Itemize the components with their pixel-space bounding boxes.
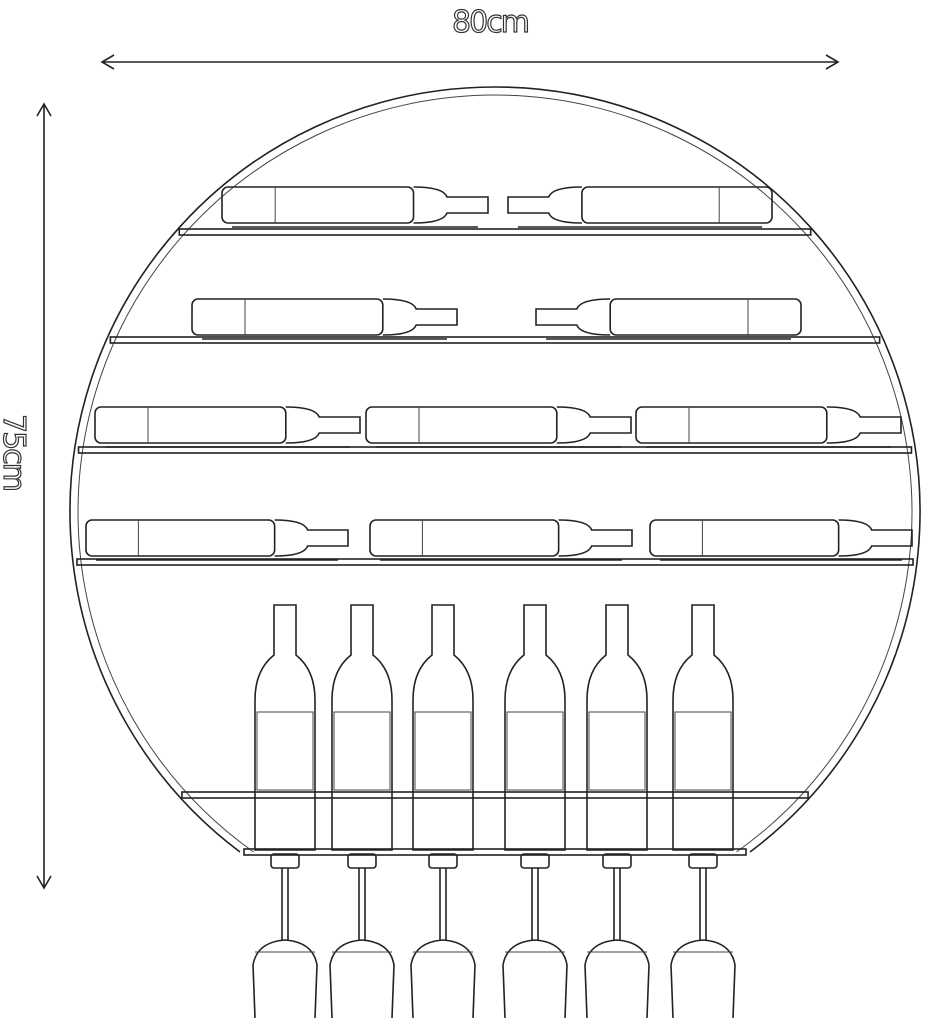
glass-holder [520, 853, 550, 869]
glass-holder [602, 853, 632, 869]
wine-glass-bowl [584, 939, 650, 1019]
height-arrowheads [36, 102, 52, 890]
wine-glass-bowl [410, 939, 476, 1019]
shelf-rail [178, 228, 812, 236]
shelf-rail [76, 558, 914, 566]
rack [69, 86, 921, 1019]
shelf-rail [243, 848, 747, 856]
horizontal-bottle-neck [535, 298, 611, 336]
horizontal-bottle-body [369, 519, 560, 557]
glass-stem [439, 868, 447, 940]
horizontal-bottle-body [635, 406, 828, 444]
horizontal-bottle-neck [558, 519, 633, 557]
glass-holder [688, 853, 718, 869]
upright-bottle [586, 604, 648, 851]
horizontal-bottle-body [94, 406, 287, 444]
shelf-rail [109, 336, 881, 344]
glass-stem [613, 868, 621, 940]
glass-stem [281, 868, 289, 940]
horizontal-bottle-neck [556, 406, 632, 444]
horizontal-bottle-body [649, 519, 840, 557]
upright-bottle [412, 604, 474, 851]
horizontal-bottle-neck [413, 186, 489, 224]
horizontal-bottle-body [191, 298, 384, 336]
inner-frame-ring [77, 94, 913, 853]
glass-holder [428, 853, 458, 869]
horizontal-bottle-neck [274, 519, 349, 557]
horizontal-bottle-body [581, 186, 773, 224]
horizontal-bottle-body [365, 406, 558, 444]
upright-bottle-label [674, 711, 732, 791]
wine-glass-bowl [252, 939, 318, 1019]
horizontal-bottle-body [609, 298, 802, 336]
height-label: 75cm [0, 414, 31, 490]
wine-glass-bowl [502, 939, 568, 1019]
width-label: 80cm [452, 5, 528, 40]
upright-bottle-label [506, 711, 564, 791]
horizontal-bottle-neck [382, 298, 458, 336]
upright-bottle [672, 604, 734, 851]
horizontal-bottle-neck [285, 406, 361, 444]
glass-holder [347, 853, 377, 869]
upright-bottle [331, 604, 393, 851]
upright-bottle-label [414, 711, 472, 791]
wine-glass-bowl [670, 939, 736, 1019]
glass-stem [699, 868, 707, 940]
upright-bottle-label [256, 711, 314, 791]
wine-glass-bowl [329, 939, 395, 1019]
horizontal-bottle-body [221, 186, 415, 224]
width-dimension: 80cm [100, 4, 840, 70]
upright-bottle [254, 604, 316, 851]
shelf-rail [181, 791, 809, 799]
upright-bottle-label [588, 711, 646, 791]
width-arrowheads [100, 54, 840, 70]
horizontal-bottle-body [85, 519, 276, 557]
glass-stem [531, 868, 539, 940]
height-dimension: 75cm [0, 102, 52, 890]
outer-frame-ring [69, 86, 921, 853]
glass-stem [358, 868, 366, 940]
upright-bottle [504, 604, 566, 851]
horizontal-bottle-neck [838, 519, 913, 557]
horizontal-bottle-neck [826, 406, 902, 444]
shelf-rail [77, 446, 913, 454]
glass-holder [270, 853, 300, 869]
horizontal-bottle-neck [507, 186, 582, 224]
upright-bottle-label [333, 711, 391, 791]
